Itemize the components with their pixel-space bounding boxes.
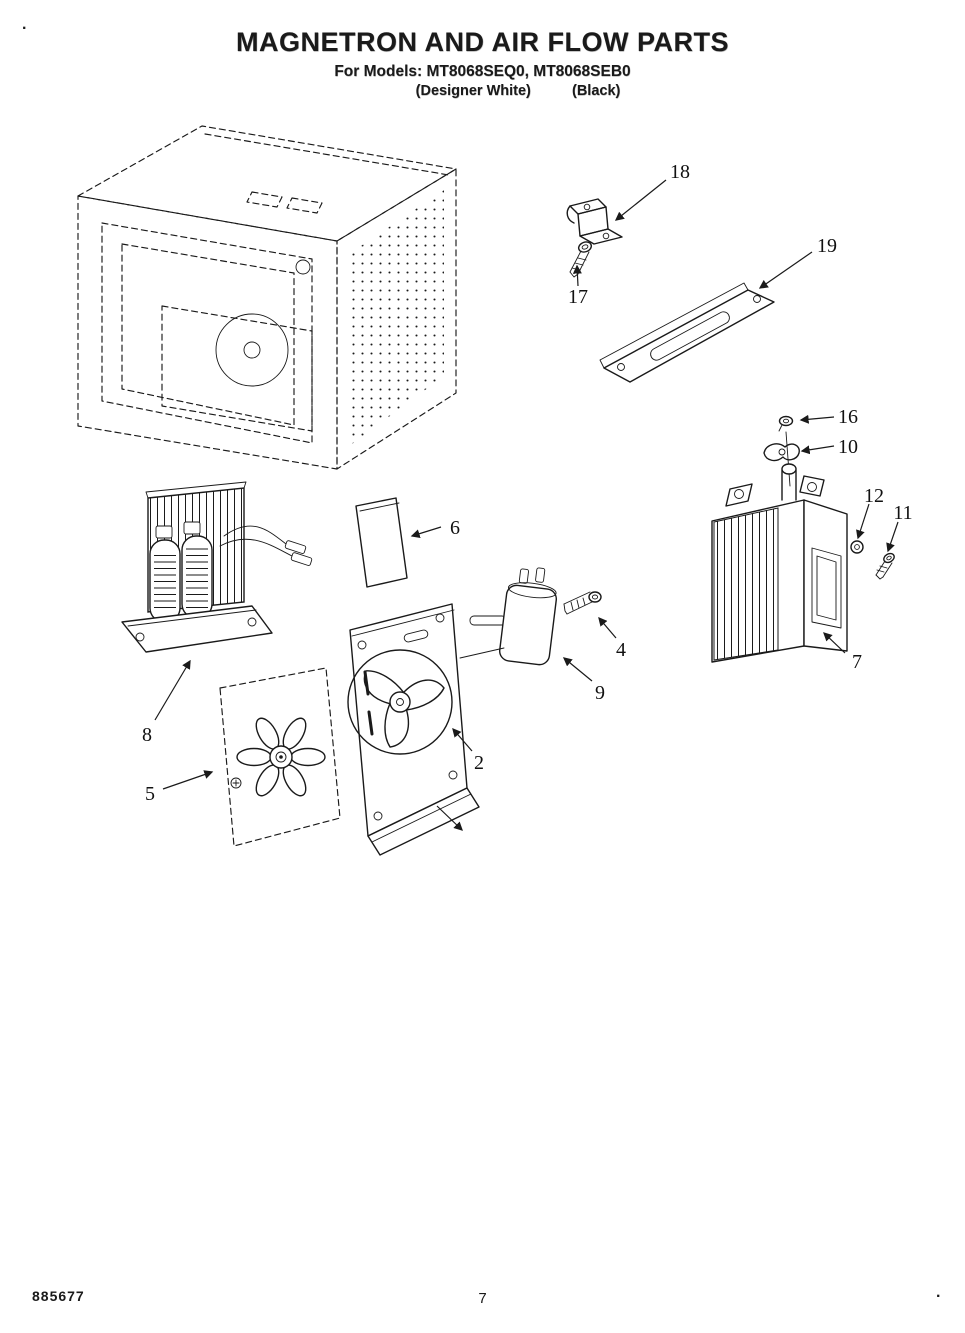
leader-7: [823, 632, 846, 654]
scan-dot-top-left: .: [22, 16, 27, 33]
part-10-clip: [763, 431, 800, 487]
leader-lines: [154, 179, 899, 790]
leader-12: [856, 503, 870, 540]
part-label-9: 9: [595, 682, 605, 704]
part-7-magnetron: [711, 463, 848, 663]
document-number: 885677: [32, 1288, 85, 1304]
part-label-16: 16: [838, 406, 858, 428]
part-11-screw: [875, 552, 895, 580]
leader-19: [758, 251, 813, 289]
part-label-4: 4: [616, 639, 626, 661]
finish-line: (Designer White) (Black): [0, 82, 965, 102]
leader-11: [886, 521, 899, 553]
finish-designer-white: (Designer White): [415, 83, 531, 100]
leader-6: [410, 526, 442, 539]
leader-4: [598, 616, 617, 639]
leader-5: [162, 770, 214, 790]
part-label-7: 7: [852, 651, 862, 673]
part-19-air-duct: [599, 282, 775, 383]
part-4-screw: [563, 591, 602, 615]
part-label-8: 8: [142, 724, 152, 746]
leader-18: [614, 179, 667, 221]
part-8-transformer: [121, 481, 313, 653]
cabinet-vent-perforations: [352, 190, 444, 444]
magnetron-cooling-fins: [713, 507, 779, 661]
part-label-18: 18: [670, 161, 690, 183]
part-2-air-duct-plate: [347, 603, 480, 856]
leader-9: [562, 657, 593, 682]
scan-dot-bottom-right: .: [936, 1284, 941, 1301]
models-line: For Models: MT8068SEQ0, MT8068SEB0: [334, 62, 631, 80]
finish-black: (Black): [572, 83, 621, 100]
part-label-6: 6: [450, 517, 460, 539]
leader-17: [572, 264, 582, 287]
part-number-labels: 2 4 5 6 7 8 9 10 11 12 16 17 18 19: [142, 161, 913, 805]
part-label-11: 11: [893, 502, 912, 524]
page-header: MAGNETRON AND AIR FLOW PARTS For Models:…: [0, 26, 965, 102]
cabinet-wireframe: [77, 125, 457, 470]
part-16-screw: [778, 415, 794, 432]
part-12-washer: [850, 540, 864, 554]
page-number: 7: [478, 1290, 487, 1307]
part-label-17: 17: [568, 286, 588, 308]
part-17-screw: [569, 241, 593, 278]
part-9-capacitor: [459, 567, 558, 666]
part-label-12: 12: [864, 485, 884, 507]
leader-16: [799, 414, 835, 424]
leader-8: [154, 659, 191, 721]
leader-10: [800, 445, 835, 455]
airflow-arrow: [436, 805, 463, 831]
part-label-5: 5: [145, 783, 155, 805]
part-label-10: 10: [838, 436, 858, 458]
part-label-19: 19: [817, 235, 837, 257]
leader-2: [452, 727, 473, 752]
part-5-fan-blade: [219, 667, 341, 847]
part-18-bracket: [566, 198, 623, 245]
page-title: MAGNETRON AND AIR FLOW PARTS: [236, 27, 729, 57]
part-6-cover-sheet: [355, 497, 408, 588]
part-label-2: 2: [474, 752, 484, 774]
